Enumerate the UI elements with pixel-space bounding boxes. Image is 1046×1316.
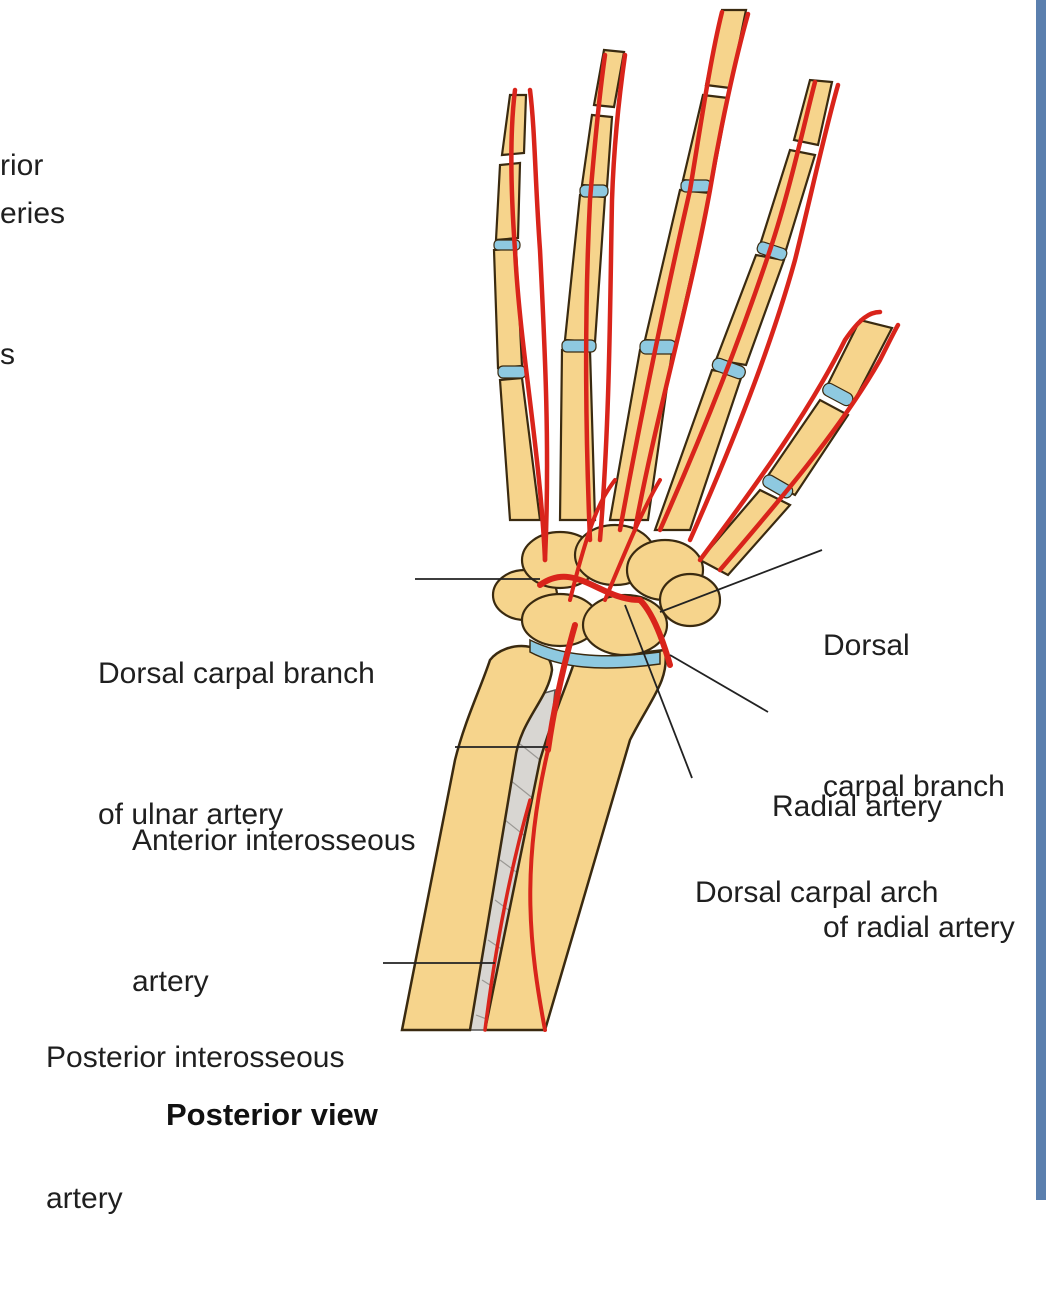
artery-network	[483, 9, 901, 1032]
label-dorsal-carpal-arch: Dorsal carpal arch	[695, 775, 938, 1010]
label-line: artery	[132, 965, 209, 998]
leader-lines	[383, 549, 823, 964]
hand-illustration	[383, 8, 901, 1032]
right-edge-bar	[1036, 0, 1046, 1200]
diagram-stage: rior eries s Dorsal carpal branch of uln…	[0, 0, 1046, 1215]
finger-bones	[492, 8, 894, 577]
clipped-fragment-1: rior	[0, 149, 44, 182]
label-line: Dorsal carpal arch	[695, 876, 939, 909]
label-dorsal-carpal-branch-radial: Dorsal carpal branch of radial artery	[823, 528, 1015, 1045]
label-line: Anterior interosseous	[132, 824, 416, 857]
clipped-fragment-2: eries	[0, 197, 66, 230]
label-line: Radial artery	[772, 790, 943, 823]
label-line: Dorsal carpal branch	[98, 657, 375, 690]
label-line: of radial artery	[823, 911, 1015, 944]
label-dorsal-carpal-branch-ulnar: Dorsal carpal branch of ulnar artery	[98, 556, 375, 932]
label-line: artery	[46, 1182, 123, 1215]
label-anterior-interosseous: Anterior interosseous artery	[132, 723, 415, 1099]
label-line: carpal branch	[823, 770, 1005, 803]
leader-dorsal-carpal-branch-radial	[659, 549, 823, 613]
figure-caption: Posterior view	[166, 1097, 378, 1132]
leader-radial-artery	[669, 654, 769, 713]
label-line: Posterior interosseous	[46, 1041, 345, 1074]
label-radial-artery: Radial artery	[772, 689, 942, 924]
label-line: of ulnar artery	[98, 798, 284, 831]
clipped-fragment-3: s	[0, 338, 15, 371]
carpal-bones	[491, 523, 722, 657]
leader-dorsal-carpal-arch	[624, 604, 693, 779]
label-line: Dorsal	[823, 629, 910, 662]
